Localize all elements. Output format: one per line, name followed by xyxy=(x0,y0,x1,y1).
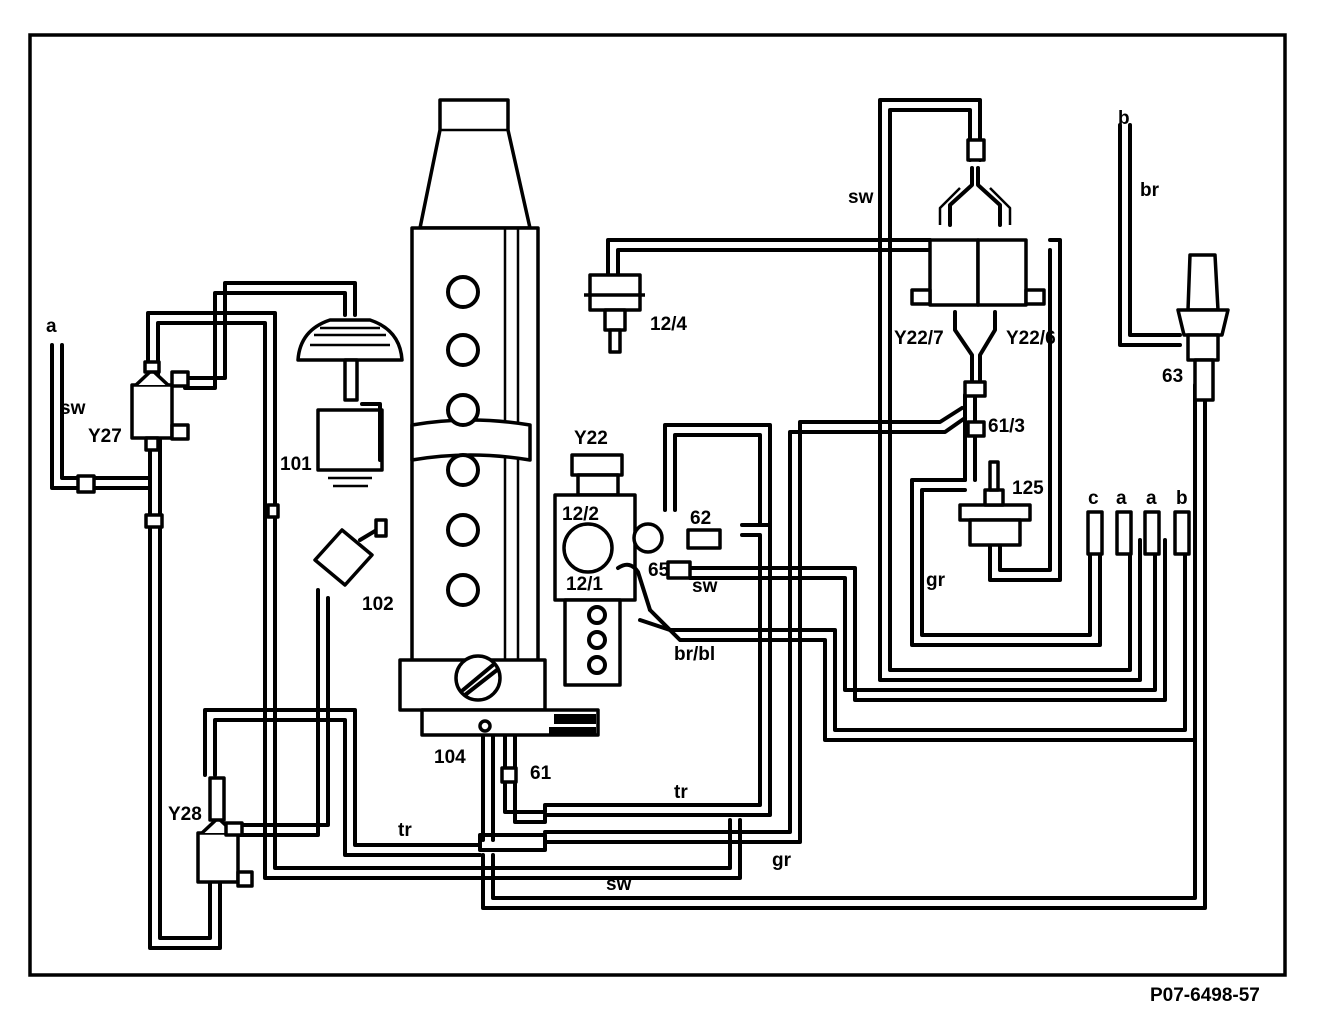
connector-label-b-top: b xyxy=(1118,108,1130,129)
label-y22-6: Y22/6 xyxy=(1006,328,1056,349)
label-61: 61 xyxy=(530,763,552,784)
label-y28: Y28 xyxy=(168,804,202,825)
y28-solenoid-valve xyxy=(196,776,254,888)
line-label-sw-left: sw xyxy=(60,398,86,419)
label-125: 125 xyxy=(1012,478,1044,499)
connector-label-a1: a xyxy=(1116,488,1127,509)
line-label-gr-bottom: gr xyxy=(772,850,792,871)
y27-solenoid-valve xyxy=(76,360,190,529)
line-label-br: br xyxy=(1140,180,1160,201)
vacuum-unit-102 xyxy=(313,518,388,587)
y22-6-y22-7-valves xyxy=(910,138,1046,438)
labels: a sw Y27 101 102 104 61 Y28 tr tr gr sw … xyxy=(46,108,1260,1006)
label-62: 62 xyxy=(690,508,711,529)
line-label-sw-top: sw xyxy=(848,187,874,208)
vacuum-unit-125 xyxy=(958,460,1032,547)
label-63: 63 xyxy=(1162,366,1183,387)
line-label-tr-left: tr xyxy=(398,820,412,841)
vacuum-unit-12-4 xyxy=(584,273,645,354)
figure-code: P07-6498-57 xyxy=(1150,985,1260,1006)
label-101: 101 xyxy=(280,454,312,475)
connector-label-a2: a xyxy=(1146,488,1157,509)
line-label-gr-right: gr xyxy=(926,570,946,591)
vacuum-lines xyxy=(50,98,1207,950)
line-label-sw-bottom: sw xyxy=(606,874,632,895)
label-y27: Y27 xyxy=(88,426,122,447)
line-label-tr-right: tr xyxy=(674,782,688,803)
label-104: 104 xyxy=(434,747,466,768)
label-12-4: 12/4 xyxy=(650,314,687,335)
y22-valve-assembly xyxy=(553,453,722,687)
intake-manifold xyxy=(398,98,600,737)
label-12-1: 12/1 xyxy=(566,574,603,595)
vacuum-unit-101 xyxy=(296,318,404,488)
diagram-frame xyxy=(28,33,1287,977)
component-63 xyxy=(1176,253,1230,402)
line-label-br-bl: br/bl xyxy=(674,644,715,665)
label-y22-7: Y22/7 xyxy=(894,328,944,349)
label-y22: Y22 xyxy=(574,428,608,449)
label-12-2: 12/2 xyxy=(562,504,599,525)
line-label-sw-mid: sw xyxy=(692,576,718,597)
connector-label-c: c xyxy=(1088,488,1099,509)
connector-plugs xyxy=(266,503,1191,784)
connector-label-b-bottom: b xyxy=(1176,488,1188,509)
label-61-3: 61/3 xyxy=(988,416,1025,437)
label-65: 65 xyxy=(648,560,670,581)
label-102: 102 xyxy=(362,594,394,615)
connector-label-a-left: a xyxy=(46,316,57,337)
